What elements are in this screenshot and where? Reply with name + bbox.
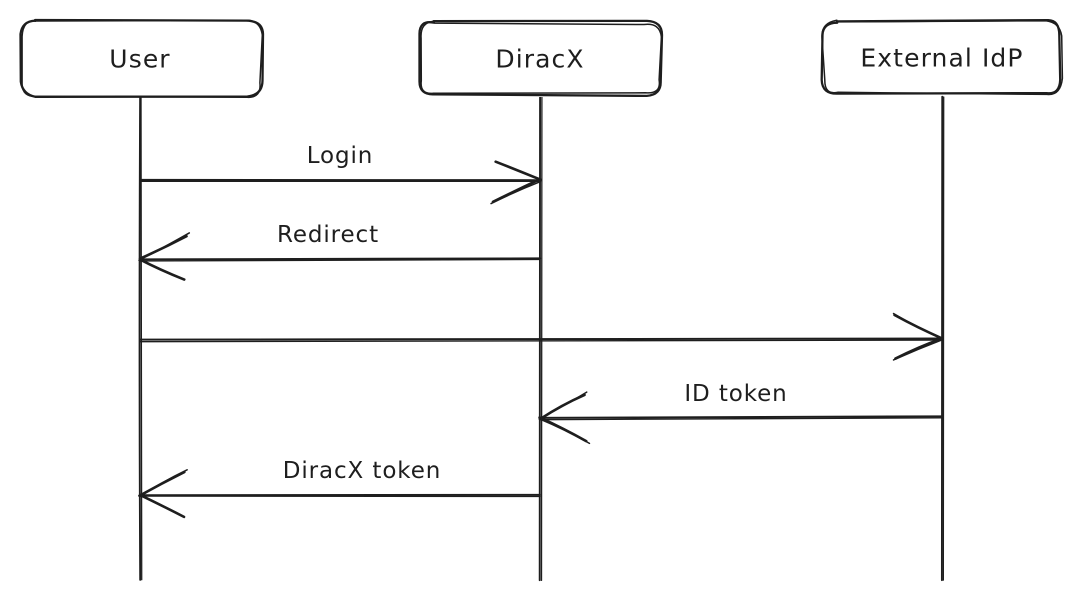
participant-box-fill-diracx: [420, 20, 662, 97]
message-arrow-2[interactable]: [138, 232, 542, 281]
message-label-2: Redirect: [277, 222, 379, 248]
participants-layer: [19, 18, 1064, 99]
message-label-1: Login: [307, 143, 374, 169]
message-arrow-3[interactable]: [138, 312, 944, 361]
participant-label-diracx: DiracX: [495, 45, 584, 74]
message-arrow-1[interactable]: [139, 160, 542, 205]
participant-box-diracx[interactable]: [418, 19, 664, 98]
message-arrow-5[interactable]: [138, 469, 541, 519]
participant-box-idp[interactable]: [820, 18, 1064, 96]
participant-box-fill-idp: [822, 20, 1062, 95]
message-label-5: DiracX token: [283, 458, 441, 484]
participant-box-user[interactable]: [19, 18, 265, 99]
message-label-4: ID token: [684, 381, 787, 407]
message-arrow-4[interactable]: [538, 391, 944, 445]
lifeline-user: [138, 95, 143, 581]
participant-label-idp: External IdP: [860, 44, 1023, 73]
participant-label-user: User: [109, 45, 170, 74]
messages-layer: [138, 160, 944, 519]
participant-box-fill-user: [20, 20, 262, 97]
